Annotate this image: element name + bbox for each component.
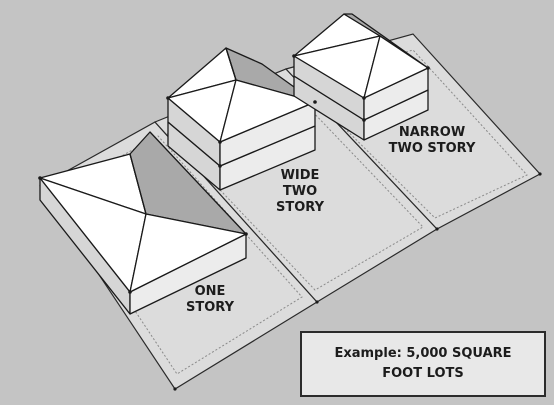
narrow-two-story-label: NARROW TWO STORY <box>372 125 492 157</box>
wide-two-story-house <box>167 47 316 191</box>
wide-two-story-label: WIDE TWO STORY <box>262 168 338 216</box>
one-story-label-line-1: ONE <box>194 284 226 299</box>
wide-two-story-label-line-3: STORY <box>276 200 324 215</box>
lot-corner-posts <box>173 172 542 391</box>
caption-line-1: Example: 5,000 SQUARE <box>334 346 512 361</box>
wide-roof-front <box>219 79 316 143</box>
one-story-label: ONE STORY <box>172 284 248 316</box>
narrow-two-story-label-line-2: TWO STORY <box>388 141 476 156</box>
one-story-label-line-2: STORY <box>186 300 234 315</box>
house-vertex-dots <box>38 54 430 294</box>
lot-size-caption: Example: 5,000 SQUARE FOOT LOTS <box>300 331 546 397</box>
one-story-house <box>39 131 247 315</box>
wide-two-story-label-line-2: TWO <box>282 184 318 199</box>
wide-two-story-label-line-1: WIDE <box>280 168 320 183</box>
one-story-roof-front <box>129 213 247 293</box>
caption-line-2: FOOT LOTS <box>382 366 464 381</box>
setback-lines <box>55 49 528 375</box>
narrow-roof-front <box>363 35 429 99</box>
narrow-two-story-house <box>293 13 429 141</box>
narrow-two-story-label-line-1: NARROW <box>398 125 466 140</box>
